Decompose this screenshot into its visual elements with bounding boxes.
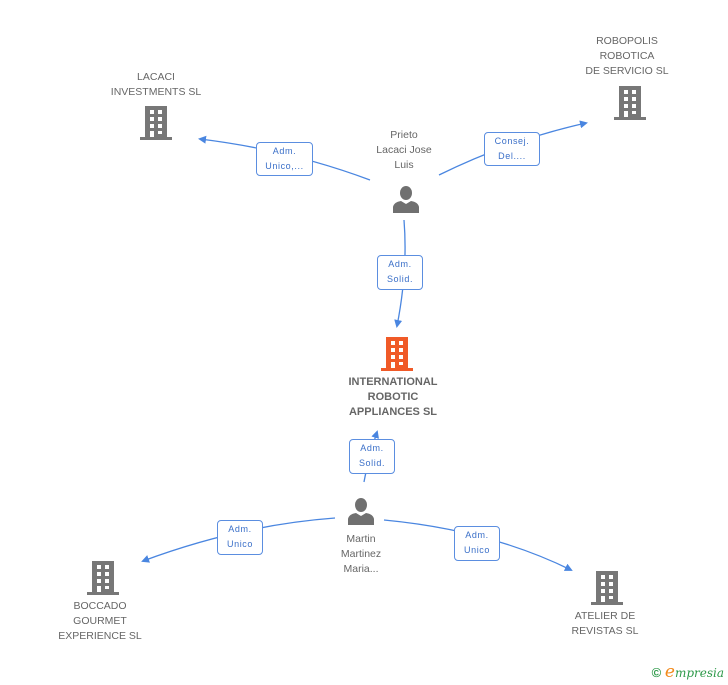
company-label-boccado[interactable]: BOCCADO GOURMET EXPERIENCE SL bbox=[58, 600, 142, 642]
company-label-robopolis[interactable]: ROBOPOLIS ROBOTICA DE SERVICIO SL bbox=[585, 35, 669, 77]
building-icon[interactable] bbox=[614, 86, 646, 120]
person-label-martin[interactable]: Martin Martinez Maria... bbox=[340, 533, 382, 575]
building-icon[interactable] bbox=[140, 106, 172, 140]
edge-label-martin-boccado[interactable]: Adm. Unico bbox=[217, 520, 263, 555]
main-company-label[interactable]: INTERNATIONAL ROBOTIC APPLIANCES SL bbox=[348, 376, 438, 418]
edge-label-prieto-robopolis[interactable]: Consej. Del.... bbox=[484, 132, 540, 166]
main-company-building-icon[interactable] bbox=[381, 337, 413, 371]
footer-brand: © empresia bbox=[652, 662, 724, 682]
person-icon[interactable] bbox=[347, 497, 375, 525]
edge-label-martin-main[interactable]: Adm. Solid. bbox=[349, 439, 395, 474]
brand-name: mpresia bbox=[674, 666, 724, 680]
company-label-atelier[interactable]: ATELIER DE REVISTAS SL bbox=[571, 610, 639, 637]
person-label-prieto[interactable]: Prieto Lacaci Jose Luis bbox=[376, 129, 432, 171]
edge-label-prieto-lacaci[interactable]: Adm. Unico,... bbox=[256, 142, 313, 176]
brand-initial: e bbox=[664, 662, 675, 682]
person-icon[interactable] bbox=[392, 185, 420, 213]
copyright-icon: © bbox=[651, 665, 662, 680]
edge-label-martin-atelier[interactable]: Adm. Unico bbox=[454, 526, 500, 561]
edge-label-prieto-main[interactable]: Adm. Solid. bbox=[377, 255, 423, 290]
building-icon[interactable] bbox=[591, 571, 623, 605]
building-icon[interactable] bbox=[87, 561, 119, 595]
company-label-lacaci[interactable]: LACACI INVESTMENTS SL bbox=[110, 71, 202, 98]
